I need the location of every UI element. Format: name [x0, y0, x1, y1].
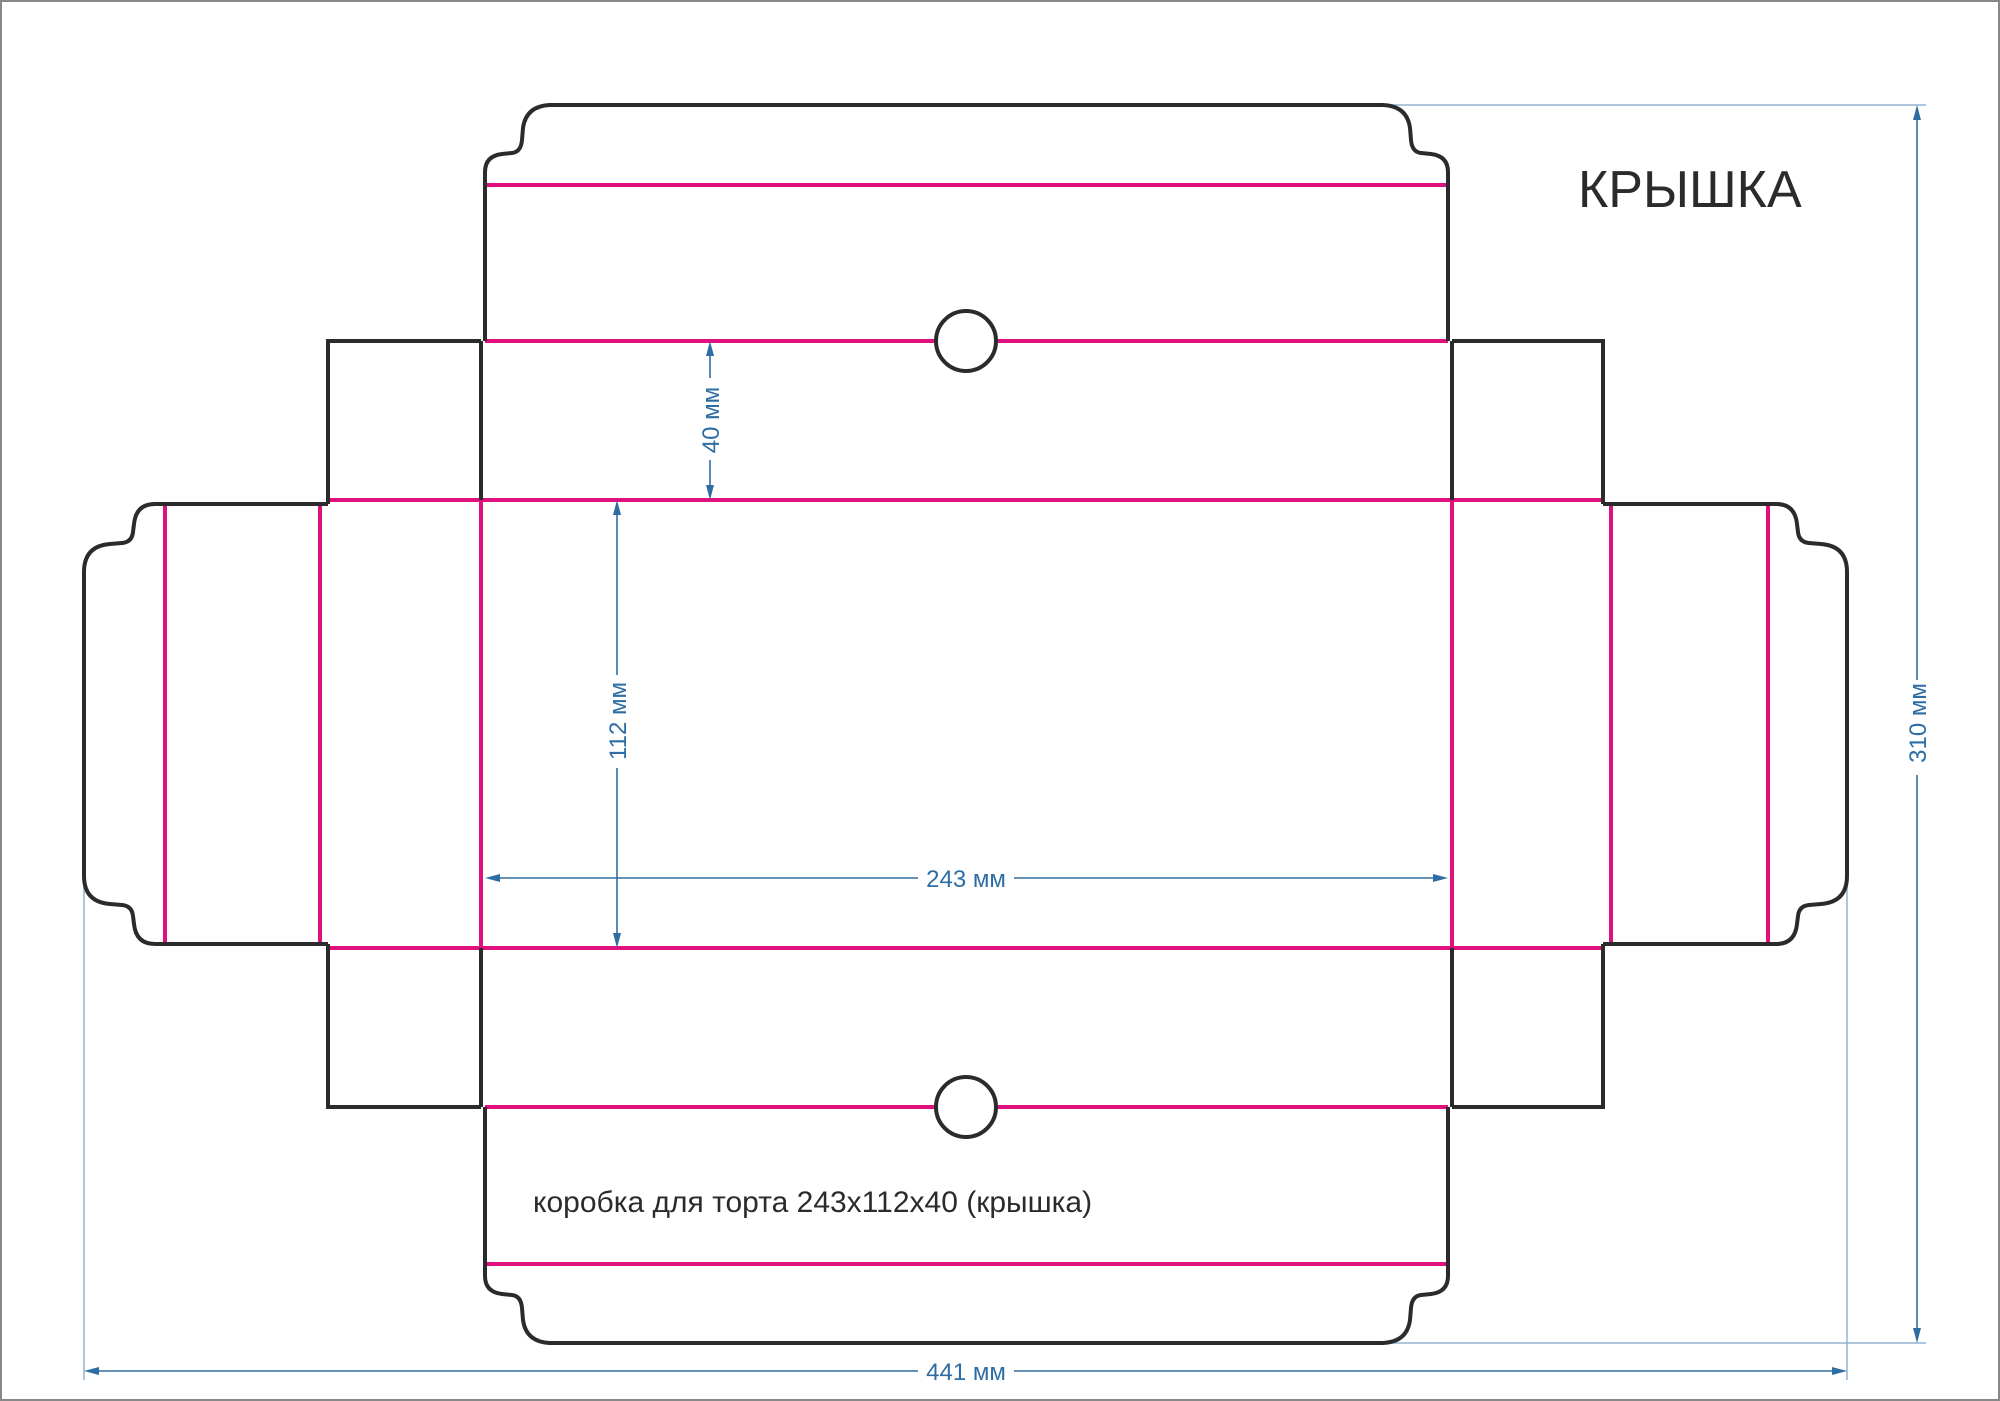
dimension-441-label: 441 мм	[926, 1359, 1006, 1386]
dimension-40: 40 мм	[698, 341, 725, 500]
bottom-lid-flap	[483, 1107, 1450, 1345]
right-top-corner-panel	[1452, 339, 1605, 504]
diagram-caption: коробка для торта 243x112x40 (крышка)	[533, 1186, 1092, 1219]
bottom-finger-hole	[934, 1075, 998, 1139]
left-top-corner-panel	[326, 339, 481, 504]
dimension-310-label: 310 мм	[1905, 683, 1932, 763]
dimension-112-label: 112 мм	[605, 682, 632, 760]
dimension-441: 441 мм	[84, 1359, 1847, 1386]
dimension-243-label: 243 мм	[926, 866, 1006, 893]
fold-lines	[163, 183, 1770, 1266]
top-lid-flap	[483, 103, 1450, 341]
top-finger-hole	[934, 309, 998, 373]
dimension-112: 112 мм	[605, 500, 632, 948]
right-bottom-corner-panel	[1452, 944, 1605, 1109]
dimension-310: 310 мм	[1905, 105, 1932, 1343]
dimension-40-label: 40 мм	[698, 387, 725, 453]
right-side-flap	[1603, 502, 1849, 946]
diagram-title: КРЫШКА	[1578, 161, 1802, 219]
dimension-243: 243 мм	[485, 866, 1448, 893]
cut-lines	[82, 103, 1849, 1345]
left-bottom-corner-panel	[326, 944, 481, 1109]
left-side-flap	[82, 502, 328, 946]
